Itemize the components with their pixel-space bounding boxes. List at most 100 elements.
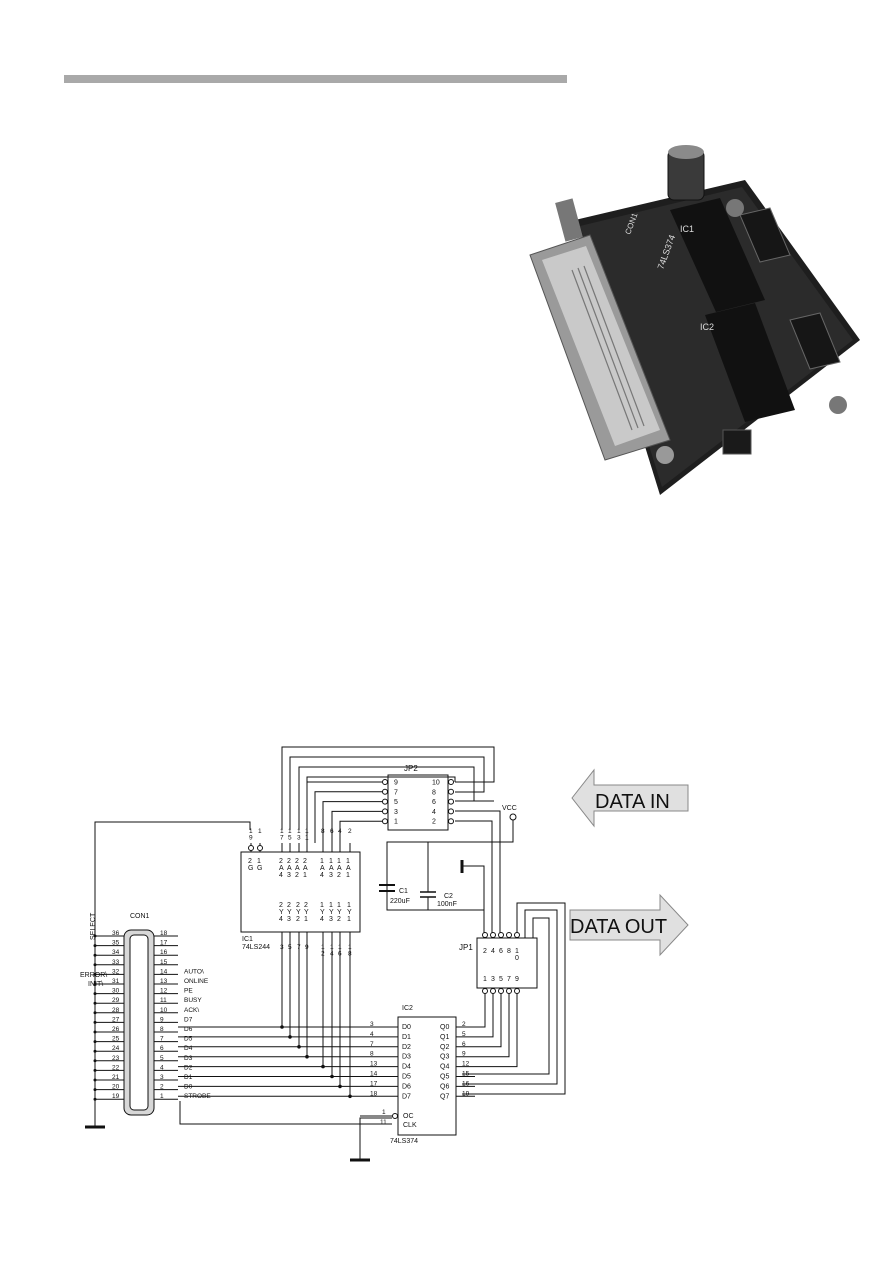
con1-left-pin-number: 32 <box>112 968 120 975</box>
ic1-a-label: 2 <box>295 858 299 865</box>
jp2-to-ic1-line <box>331 810 382 843</box>
con1-signal-label: AUTO\ <box>184 968 204 975</box>
ic1-a-label: 3 <box>329 872 333 879</box>
ic2-to-jp1-line <box>475 988 510 1058</box>
con1-right-pin-number: 13 <box>160 978 168 985</box>
jp2-right-pin <box>448 788 454 795</box>
ic1-name: IC1 <box>242 936 253 943</box>
photo-ic1-label: IC1 <box>680 224 694 234</box>
ic1-y-label: 1 <box>304 916 308 923</box>
ic2-input-label: D3 <box>402 1054 411 1061</box>
con1-right-pin-number: 14 <box>160 968 168 975</box>
ic2-output-pin-number: 5 <box>462 1031 466 1038</box>
con1-left-pin-number: 33 <box>112 959 120 966</box>
top-rule-bar <box>64 75 567 83</box>
con1-right-pin-number: 9 <box>160 1016 164 1023</box>
con1-right-pin-number: 8 <box>160 1026 164 1033</box>
ic1-box <box>240 851 361 933</box>
jp1-top-pin-number: 4 <box>491 948 495 955</box>
ic1-a-label: 4 <box>279 872 283 879</box>
data-out-label: DATA OUT <box>570 916 667 938</box>
ic1-g-bubble <box>257 845 263 851</box>
ic2-input-label: D4 <box>402 1064 411 1071</box>
ic1-part: 74LS244 <box>242 944 270 951</box>
ic1-g-label: 1 <box>257 858 261 865</box>
con1-right-pin-number: 12 <box>160 988 168 995</box>
ic1-top-pin-number: 1 <box>288 828 292 835</box>
con1-right-pin-number: 17 <box>160 940 168 947</box>
con1-right-pin-number: 3 <box>160 1074 164 1081</box>
ic1-y-label: Y <box>287 909 292 916</box>
jp2-to-ic1-line <box>314 791 382 843</box>
ic2-input-pin-number: 8 <box>370 1051 374 1058</box>
con1-right-pin-number: 18 <box>160 930 168 937</box>
jp2-left-pin-number: 9 <box>394 780 398 787</box>
c2-value: 100nF <box>437 901 457 908</box>
ic2-oc-pin-number: 1 <box>382 1109 386 1116</box>
con1-signal-label: PE <box>184 988 193 995</box>
junction-dot <box>93 1059 97 1063</box>
jp1-bottom-pin <box>490 988 496 994</box>
jp1-bottom-pin <box>482 988 488 994</box>
jp1-top-pin-number: 8 <box>507 948 511 955</box>
ic1-top-pin-number: 3 <box>297 835 301 842</box>
ic1-a-label: 1 <box>320 858 324 865</box>
ic1-g-label: 2 <box>248 858 252 865</box>
junction-dot <box>93 1030 97 1034</box>
ic2-output-pin-number: 19 <box>462 1090 470 1097</box>
con1-left-pin-number: 27 <box>112 1016 120 1023</box>
ic1-a-label: 2 <box>295 872 299 879</box>
ic1-a-label: 2 <box>287 858 291 865</box>
junction-dot <box>93 1001 97 1005</box>
jp2-right-pin <box>448 818 454 825</box>
ic2-input-label: D7 <box>402 1093 411 1100</box>
ic1-y-label: Y <box>279 909 284 916</box>
junction-dot <box>93 1097 97 1101</box>
con1-left-pin-number: 35 <box>112 940 120 947</box>
con1-right-pin-number: 4 <box>160 1064 164 1071</box>
ic2-output-pin-number: 16 <box>462 1080 470 1087</box>
ic1-y-label: Y <box>304 909 309 916</box>
ic1-y-label: 1 <box>329 902 333 909</box>
photo-ic2-label: IC2 <box>700 322 714 332</box>
jp2-left-pin <box>382 818 388 825</box>
con1-signal-label: D6 <box>184 1026 193 1033</box>
con1-left-pin-number: 30 <box>112 988 120 995</box>
jp2-left-pin-number: 3 <box>394 809 398 816</box>
jp2-to-ic1-line <box>306 781 382 843</box>
jp2-left-pin-number: 7 <box>394 789 398 796</box>
jp1-box <box>476 937 538 989</box>
jp2-left-pin <box>382 808 388 815</box>
ic1-top-pin-number: 9 <box>249 835 253 842</box>
junction-dot <box>93 953 97 957</box>
jp1-top-pin <box>498 932 504 938</box>
jp1-bottom-pin-number: 1 <box>483 976 487 983</box>
con1-left-pin-number: 20 <box>112 1084 120 1091</box>
con1-left-pin-number: 24 <box>112 1045 120 1052</box>
ic2-input-label: D5 <box>402 1074 411 1081</box>
ic2-input-pin-number: 17 <box>370 1080 378 1087</box>
ic1-a-label: 1 <box>303 872 307 879</box>
jp2-right-pin-number: 4 <box>432 809 436 816</box>
ic1-a-label: A <box>303 865 308 872</box>
data-out-arrow-shape <box>569 893 689 957</box>
ic1-a-label: 1 <box>337 858 341 865</box>
con1-left-pin-number: 36 <box>112 930 120 937</box>
con1-right-pin-number: 2 <box>160 1084 164 1091</box>
con1-signal-label: BUSY <box>184 997 202 1004</box>
con1-right-pin-number: 11 <box>160 997 167 1004</box>
jp2-to-ic1-line <box>339 820 382 843</box>
ic1-a-label: 1 <box>329 858 333 865</box>
con1-right-pin-number: 10 <box>160 1007 168 1014</box>
ic2-part: 74LS374 <box>390 1138 418 1145</box>
ic1-y-label: 2 <box>279 902 283 909</box>
ic1-y-label: 1 <box>347 916 351 923</box>
ic2-output-pin-number: 2 <box>462 1021 466 1028</box>
con1-signal-label: D7 <box>184 1016 193 1023</box>
con1-right-pin-number: 7 <box>160 1036 164 1043</box>
ic1-y-label: Y <box>337 909 342 916</box>
ic1-y-label: 1 <box>337 902 341 909</box>
jp1-bottom-pin-number: 7 <box>507 976 511 983</box>
ic1-a-label: A <box>346 865 351 872</box>
jp1-bottom-pin-number: 3 <box>491 976 495 983</box>
